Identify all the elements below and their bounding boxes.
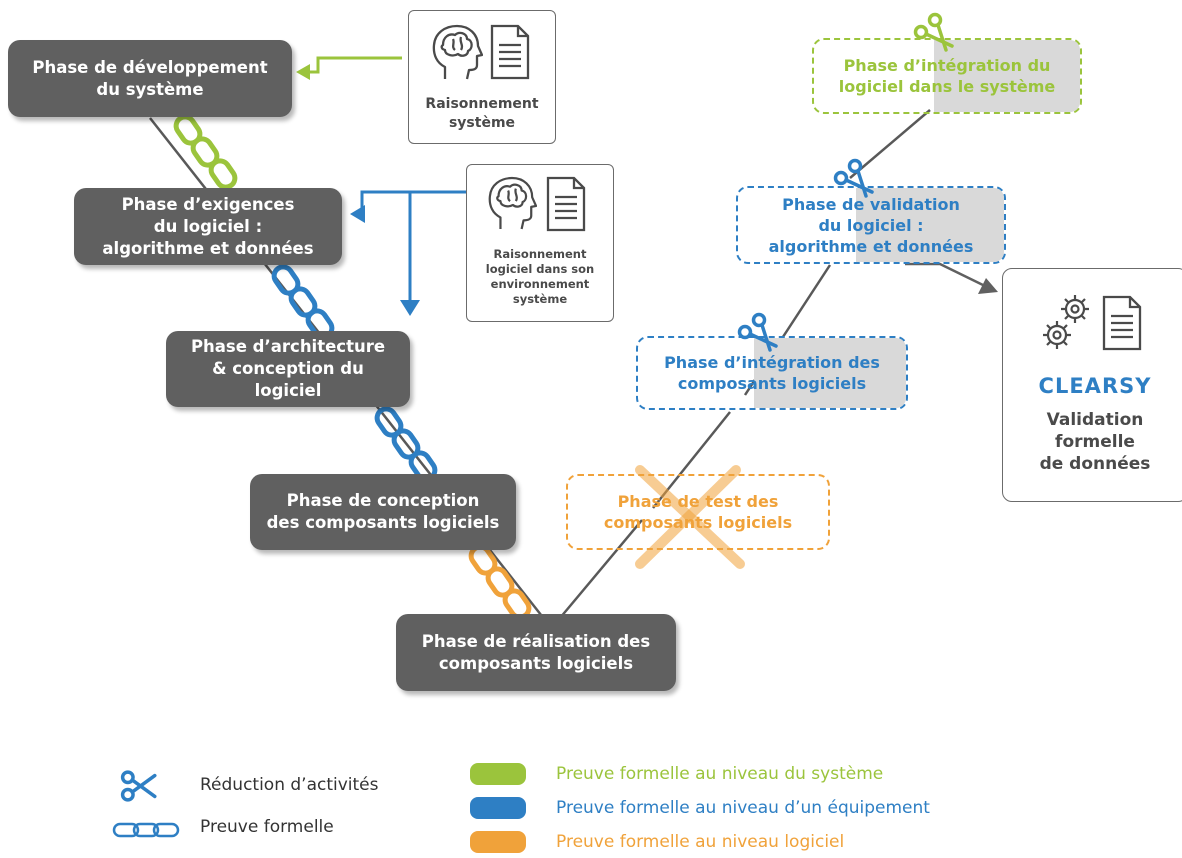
v-line-right-4 [849,109,931,179]
document-icon [1102,295,1142,351]
chain-icon-blue-1 [271,264,335,340]
legend-label-software: Preuve formelle au niveau logiciel [556,832,845,852]
brain-head-icon [488,176,537,230]
legend-proof-label: Preuve formelle [200,817,334,837]
validation-formelle-label: Validation formelle de données [1039,410,1151,474]
scissors-icon [120,770,157,802]
raisonnement-logiciel-box: Raisonnement logiciel dans son environne… [466,164,614,322]
phase-conception-composants: Phase de conception des composants logic… [250,474,516,550]
phase-integration-logiciel-systeme: Phase d’intégration du logiciel dans le … [812,38,1082,114]
raisonnement-systeme-box: Raisonnement système [408,10,556,144]
raisonnement-logiciel-label: Raisonnement logiciel dans son environne… [485,247,595,306]
phase-test-composants: Phase de test des composants logiciels [566,474,830,550]
scissors-icon [737,312,778,352]
scissors-icon [913,12,954,52]
document-icon [546,176,586,232]
grey-arrow-to-clearsy [905,262,998,294]
phase-developpement-systeme: Phase de développement du système [8,40,292,117]
brain-head-icon [432,24,483,80]
legend-reduction-label: Réduction d’activités [200,775,379,795]
legend-swatch-system [470,763,526,785]
cancel-cross-icon [635,465,745,569]
scissors-icon [833,158,874,198]
clearsy-validation-box: CLEARSY Validation formelle de données [1002,268,1182,502]
blue-arrows [350,190,466,316]
phase-architecture-conception: Phase d’architecture & conception du log… [166,331,410,407]
legend-label-equipment: Preuve formelle au niveau d’un équipemen… [556,798,930,818]
phase-validation-logiciel: Phase de validation du logiciel : algori… [736,186,1006,264]
document-icon [490,24,530,80]
clearsy-logo: CLEARSY [1038,374,1152,398]
legend-swatch-software [470,831,526,853]
legend-swatch-equipment [470,797,526,819]
raisonnement-systeme-label: Raisonnement système [425,96,539,131]
gears-icon [1043,295,1089,349]
green-arrow [296,56,402,80]
chain-icon [112,822,180,838]
phase-exigences-logiciel: Phase d’exigences du logiciel : algorith… [74,188,342,265]
phase-integration-composants: Phase d’intégration des composants logic… [636,336,908,410]
v-line-right-1 [559,519,643,619]
phase-realisation-composants: Phase de réalisation des composants logi… [396,614,676,691]
legend-label-system: Preuve formelle au niveau du système [556,764,884,784]
chain-icon-orange [468,544,532,620]
chain-icon-green [173,114,238,190]
